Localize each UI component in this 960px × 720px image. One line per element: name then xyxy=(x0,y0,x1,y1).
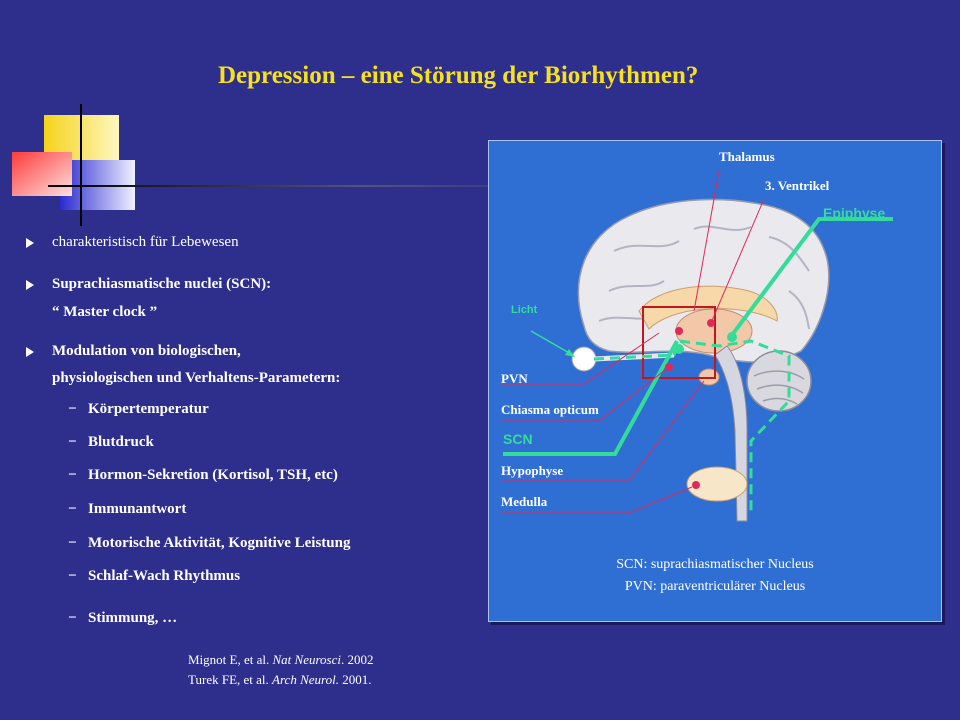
label-ventrikel: 3. Ventrikel xyxy=(765,178,830,193)
marker-dot xyxy=(727,332,737,342)
label-pvn: PVN xyxy=(501,371,528,386)
sub-item-text: Körpertemperatur xyxy=(88,401,209,417)
sub-item-text: Hormon-Sekretion (Kortisol, TSH, etc) xyxy=(88,467,338,483)
gyri-lines xyxy=(598,225,810,330)
red-square xyxy=(12,152,72,196)
caption-line2: PVN: paraventriculärer Nucleus xyxy=(624,579,806,594)
bullet-3-line2: physiologischen und Verhaltens-Parameter… xyxy=(52,370,341,386)
decorative-graphic xyxy=(12,104,568,226)
marker-dot xyxy=(675,327,683,335)
triangle-bullet-icon xyxy=(26,347,34,357)
bullet-3-line1: Modulation von biologischen, xyxy=(52,343,241,359)
references: Mignot E, et al. Nat Neurosci. 2002 Ture… xyxy=(188,650,374,690)
triangle-bullet-icon xyxy=(26,280,34,290)
sub-item-text: Blutdruck xyxy=(88,434,154,450)
vertical-rule xyxy=(80,104,82,226)
scn-pathway xyxy=(503,340,679,456)
label-hypophyse: Hypophyse xyxy=(501,463,564,478)
light-arrowhead xyxy=(565,349,575,357)
light-arrow xyxy=(530,330,572,355)
brain-illustration xyxy=(501,170,893,522)
sub-item-text: Motorische Aktivität, Kognitive Leistung xyxy=(88,535,351,551)
marker-dot xyxy=(674,344,684,354)
epiphyse-pathway xyxy=(730,217,893,337)
dash-bullet: − xyxy=(68,434,77,450)
triangle-bullet-icon xyxy=(26,238,34,248)
reference-1: Mignot E, et al. Nat Neurosci. 2002 xyxy=(188,652,374,667)
brain-diagram-panel: Thalamus 3. Ventrikel Epiphyse Licht PVN… xyxy=(488,140,942,622)
region-highlight-box xyxy=(642,306,716,379)
dash-bullet: − xyxy=(68,610,77,626)
leader-pvn xyxy=(501,332,660,385)
sub-item-text: Schlaf-Wach Rhythmus xyxy=(88,568,241,584)
sub-item-text: Immunantwort xyxy=(88,501,187,517)
label-epiphyse: Epiphyse xyxy=(823,205,886,221)
leader-hypophyse xyxy=(501,380,705,482)
dash-bullet: − xyxy=(68,568,77,584)
label-thalamus: Thalamus xyxy=(719,149,775,164)
leader-medulla xyxy=(501,486,693,514)
label-licht: Licht xyxy=(511,304,538,316)
leader-chiasma xyxy=(501,366,670,422)
cerebellum-folds xyxy=(753,370,805,405)
dash-bullet: − xyxy=(68,401,77,417)
dash-bullet: − xyxy=(68,535,77,551)
cerebellum-shape xyxy=(746,350,812,412)
horizontal-rule xyxy=(48,185,568,187)
bullet-1-text: charakteristisch für Lebewesen xyxy=(52,234,239,250)
label-medulla: Medulla xyxy=(501,494,548,509)
label-scn: SCN xyxy=(503,431,533,447)
marker-dot xyxy=(692,481,700,489)
leader-thalamus xyxy=(693,170,720,312)
bullet-2-line2: “ Master clock ” xyxy=(52,304,158,320)
bullet-2-line1: Suprachiasmatische nuclei (SCN): xyxy=(52,276,272,292)
leader-ventrikel xyxy=(710,198,765,324)
page-title: Depression – eine Störung der Biorhythme… xyxy=(218,62,699,89)
label-chiasma: Chiasma opticum xyxy=(501,402,599,417)
eye-icon xyxy=(571,346,597,372)
caption-line1: SCN: suprachiasmatischer Nucleus xyxy=(616,557,814,572)
dash-bullet: − xyxy=(68,467,77,483)
reference-2: Turek FE, et al. Arch Neurol. 2001. xyxy=(188,672,372,687)
sub-item-text: Stimmung, … xyxy=(88,610,178,626)
medulla-section xyxy=(686,466,748,502)
dash-bullet: − xyxy=(68,501,77,517)
